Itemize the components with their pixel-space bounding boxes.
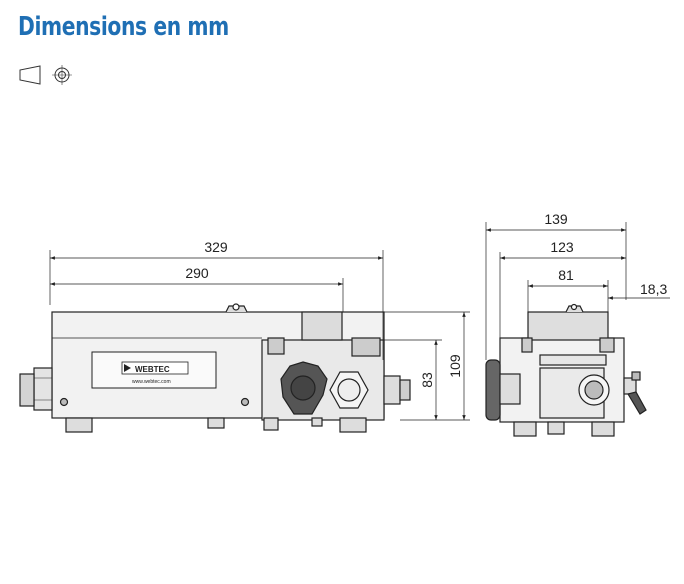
side-view xyxy=(19,303,411,433)
brand-logo-text: WEBTEC xyxy=(135,365,170,374)
end-view-dimensions xyxy=(485,222,670,360)
dim-139: 139 xyxy=(544,211,568,227)
dim-123: 123 xyxy=(550,239,574,255)
dim-81: 81 xyxy=(558,267,574,283)
dim-329: 329 xyxy=(204,239,228,255)
end-view xyxy=(485,303,647,437)
side-view-dimensions xyxy=(49,250,470,421)
dim-290: 290 xyxy=(185,265,209,281)
dim-109: 109 xyxy=(447,354,463,378)
dim-18-3: 18,3 xyxy=(640,281,667,297)
page-title: Dimensions en mm xyxy=(18,12,229,42)
first-angle-projection-icon xyxy=(19,65,72,85)
dim-83: 83 xyxy=(419,372,435,388)
brand-plate: WEBTEC www.webtec.com xyxy=(91,351,217,389)
brand-url-text: www.webtec.com xyxy=(132,379,171,385)
